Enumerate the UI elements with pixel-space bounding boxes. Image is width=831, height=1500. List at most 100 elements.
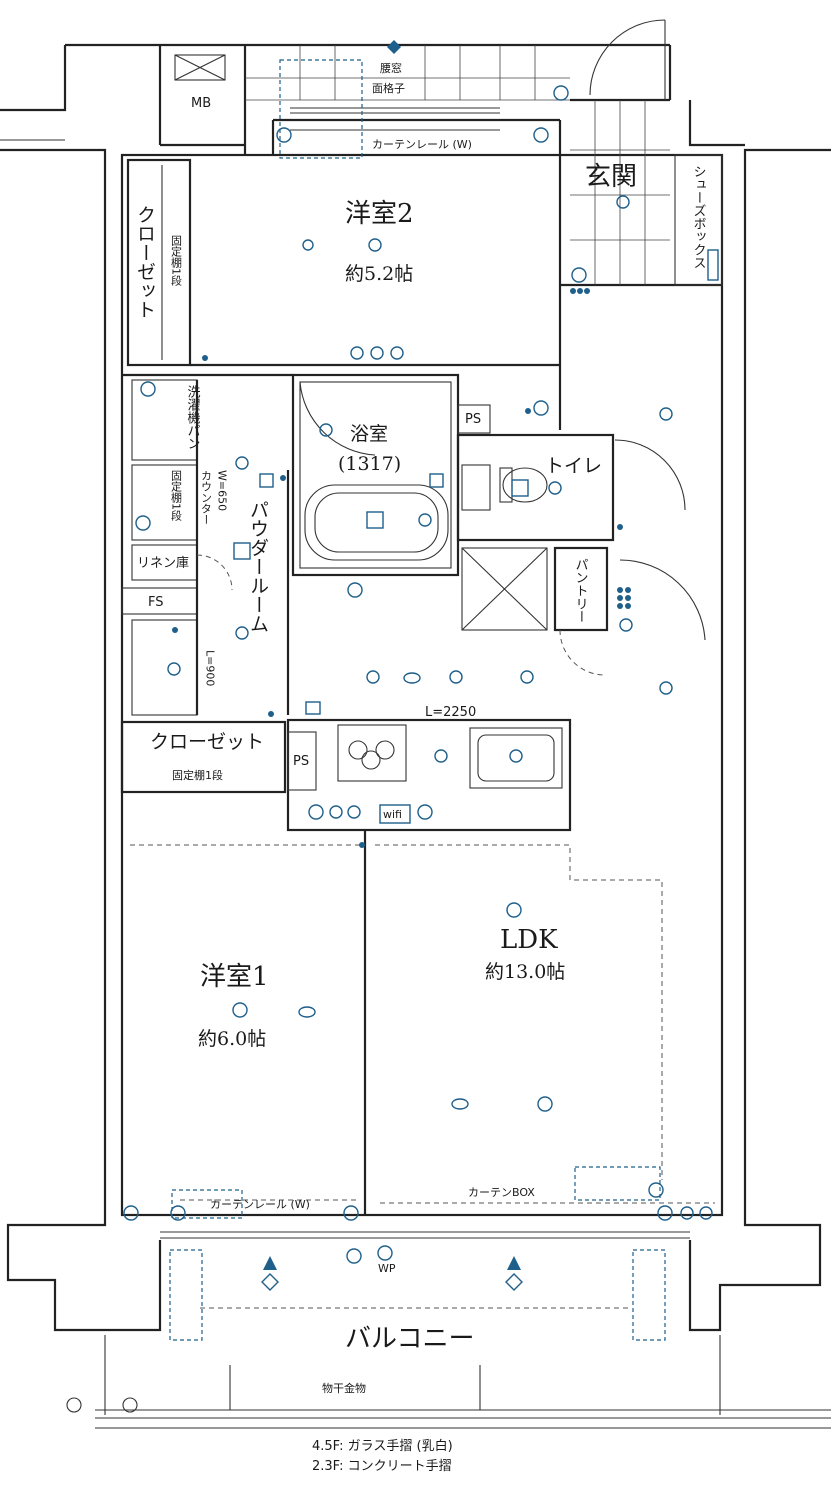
pantry-label: パントリー (573, 558, 589, 623)
switch-icon (584, 288, 590, 294)
breaker-icon (259, 473, 274, 488)
switch-icon (359, 842, 365, 848)
outlet-icon (343, 1205, 359, 1221)
balcony-rail (66, 1249, 831, 1429)
linen-label: リネン庫 (137, 556, 189, 571)
switch-icon (617, 524, 623, 530)
ceiling-light-icon (659, 681, 673, 695)
outlet-icon (308, 804, 324, 820)
fan-icon (233, 542, 251, 560)
ceiling-light-icon (449, 670, 463, 684)
ceiling-light-icon (520, 670, 534, 684)
kitchen-length-label: L=2250 (425, 705, 476, 720)
ceiling-light-icon (232, 1002, 248, 1018)
exterior-light-icon (505, 1273, 523, 1291)
room-name-toilet: トイレ (545, 455, 602, 477)
window-label-1: 腰窓 (380, 61, 402, 75)
outer-walls (0, 43, 831, 1332)
tv-outlet-icon (370, 346, 384, 360)
doors (196, 19, 706, 676)
shoe-box-label: シューズボックス (691, 165, 706, 269)
breaker-icon (305, 701, 321, 715)
room-name-entrance: 玄関 (585, 162, 637, 192)
curtain-rail-bottom-label: カーテンレール (W) (210, 1198, 310, 1211)
ceiling-light-icon (418, 513, 432, 527)
room-size-western-2: 約5.2帖 (345, 263, 413, 285)
window-grille-area (174, 45, 570, 101)
ps-lower-label: PS (293, 754, 309, 769)
curtain-box-label: カーテンBOX (468, 1186, 535, 1199)
window-label-2: 面格子 (372, 81, 405, 95)
room-size-ldk: 約13.0帖 (485, 961, 565, 983)
ceiling-light-icon (235, 456, 249, 470)
outlet-icon (657, 1205, 673, 1221)
shoebox-light-icon (707, 249, 719, 281)
ceiling-light-icon (368, 238, 382, 252)
fixed-shelf-bottom-label: 固定棚1段 (172, 768, 223, 782)
intercom-icon (648, 1182, 664, 1198)
room-name-balcony: バルコニー (345, 1324, 474, 1354)
tv-outlet-icon (680, 1206, 694, 1220)
intercom-icon (571, 267, 587, 283)
electrical-symbols (123, 40, 719, 1291)
exterior-light-icon (261, 1273, 279, 1291)
windows (160, 59, 715, 1239)
laundry-hanger-label: 物干金物 (322, 1381, 366, 1395)
switch-icon (617, 595, 623, 601)
ceiling-light-icon (616, 195, 630, 209)
tv-outlet-icon (390, 346, 404, 360)
outlet-icon (377, 1245, 393, 1261)
tv-outlet-icon (350, 346, 364, 360)
outlet-icon (533, 127, 549, 143)
ceiling-light-icon (302, 239, 314, 251)
fan-icon (511, 479, 529, 497)
curtain-rail-top-label: カーテンレール (W) (372, 138, 472, 151)
ceiling-light-icon (548, 481, 562, 495)
washing-pan-label: 洗濯機パン (185, 385, 201, 450)
downlight-icon (298, 1006, 316, 1018)
tv-outlet-icon (699, 1206, 713, 1220)
room-name-ldk: LDK (500, 925, 558, 955)
outlet-icon (417, 804, 433, 820)
closet-horizontal-label: クローゼット (150, 731, 264, 753)
ceiling-light-icon (167, 662, 181, 676)
note-line-2: 2.3F: コンクリート手摺 (312, 1459, 452, 1474)
counter-width-label: W=650 (216, 470, 229, 511)
tv-outlet-icon (347, 805, 361, 819)
switch-icon (577, 288, 583, 294)
room-name-powder: パウダールーム (247, 500, 269, 633)
downlight-icon (451, 1098, 469, 1110)
ceiling-light-icon (434, 749, 448, 763)
outlet-icon (135, 515, 151, 531)
outlet-icon (140, 381, 156, 397)
wifi-box (379, 804, 411, 824)
toilet-bowl (499, 467, 548, 503)
bathtub (304, 484, 449, 561)
switch-icon (202, 355, 208, 361)
wp-label: WP (378, 1262, 396, 1275)
switch-icon (617, 587, 623, 593)
fixed-shelf-mid-label: 固定棚1段 (170, 470, 183, 522)
switch-icon (617, 603, 623, 609)
breaker-icon (429, 473, 444, 488)
intercom-icon (276, 127, 292, 143)
closet-vertical-label: クローゼット (134, 205, 156, 319)
note-line-1: 4.5F: ガラス手摺 (乳白) (312, 1438, 453, 1454)
fan-icon (366, 511, 384, 529)
room-name-western-1: 洋室1 (200, 962, 269, 992)
outlet-icon (533, 400, 549, 416)
vanity-length-label: L=900 (204, 650, 217, 686)
ps-upper-label: PS (465, 412, 481, 427)
switch-icon (268, 711, 274, 717)
ceiling-light-icon (235, 626, 249, 640)
switch-icon (172, 627, 178, 633)
tv-outlet-icon (329, 805, 343, 819)
counter-label: カウンター (200, 470, 213, 525)
intercom-icon (553, 85, 569, 101)
switch-icon (280, 475, 286, 481)
switch-icon (570, 288, 576, 294)
switch-icon (525, 408, 531, 414)
ceiling-light-icon (319, 423, 333, 437)
room-size-western-1: 約6.0帖 (198, 1028, 266, 1050)
